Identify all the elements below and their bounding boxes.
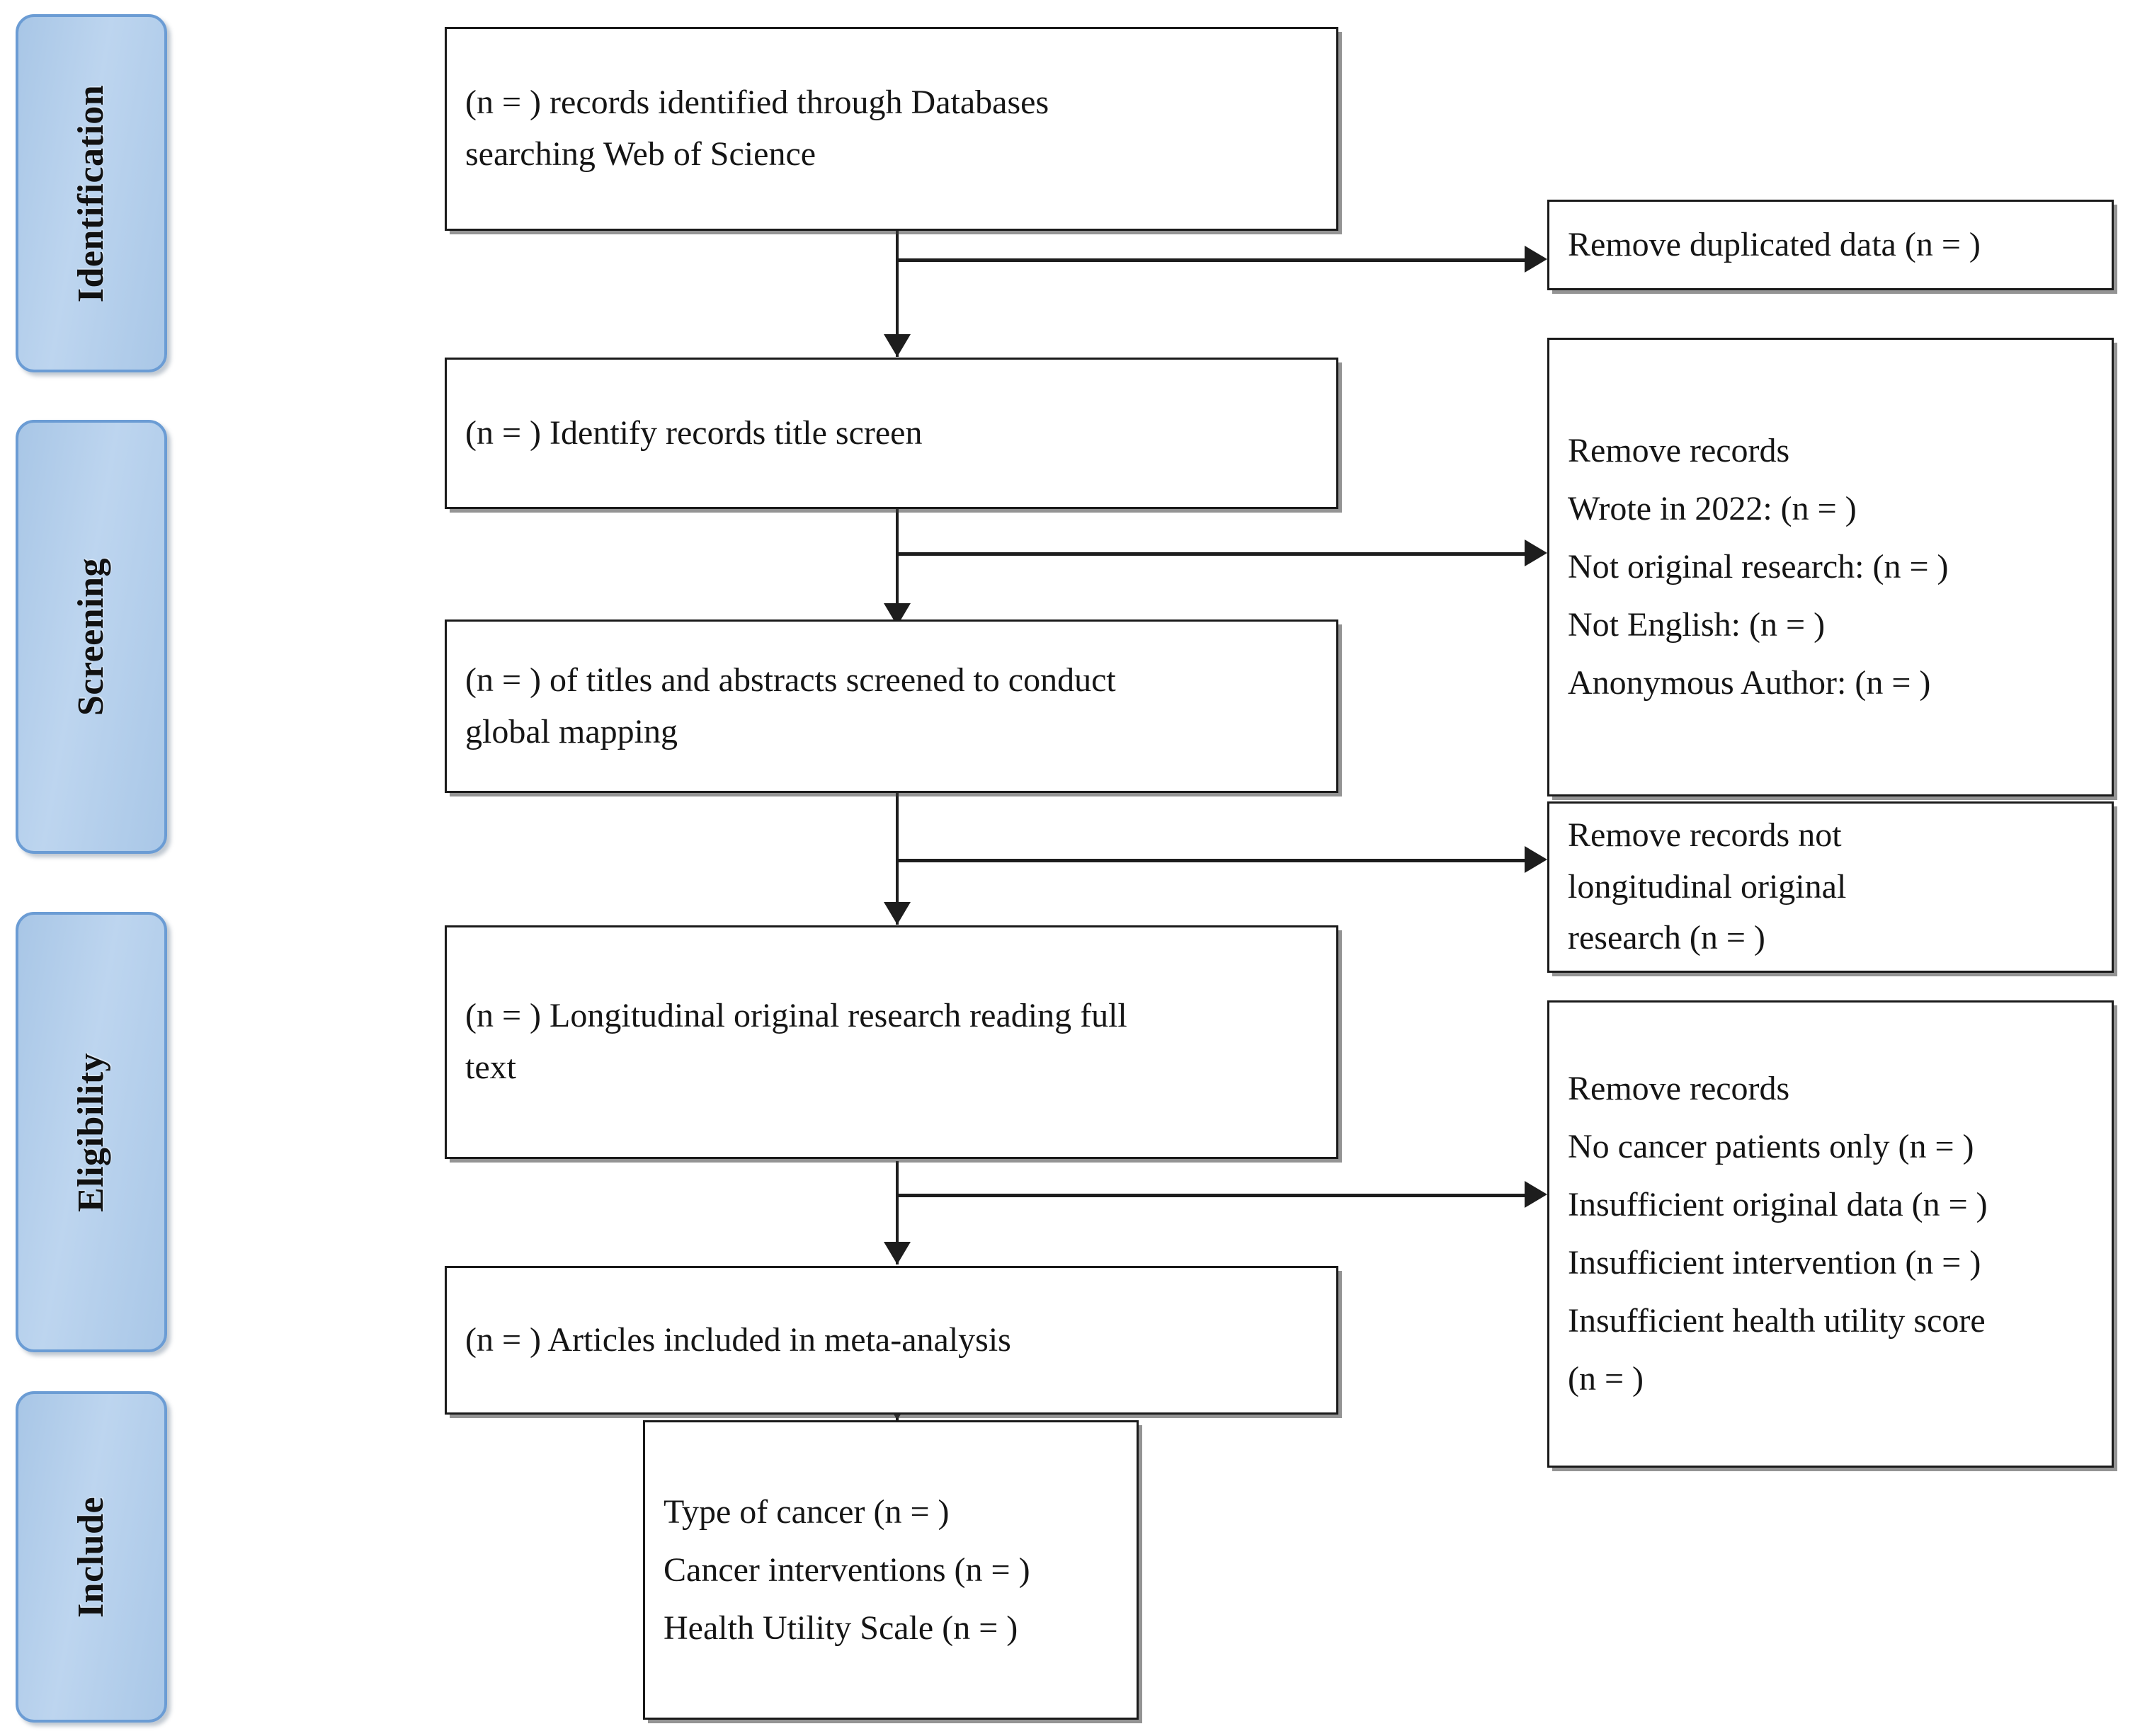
flow-box-line: (n = ) of titles and abstracts screened …: [465, 661, 1116, 699]
exclusion-box-line: Remove duplicated data (n = ): [1568, 225, 1981, 263]
connector-horizontal-4: [896, 1194, 1537, 1197]
flow-box-line: searching Web of Science: [465, 135, 816, 173]
arrow-right-2: [1525, 539, 1547, 566]
stage-pill-eligibility: Eligibility: [16, 912, 167, 1352]
stage-pill-identification: Identification: [16, 14, 167, 372]
exclusion-box-remove-records-screening: Remove records Wrote in 2022: (n = ) Not…: [1547, 338, 2114, 796]
arrow-down-1: [884, 334, 911, 357]
flow-box-line: (n = ) Longitudinal original research re…: [465, 997, 1127, 1035]
flow-box-line: Health Utility Scale (n = ): [664, 1609, 1018, 1647]
connector-vertical-1: [896, 229, 899, 357]
arrow-down-4: [884, 1242, 911, 1264]
exclusion-box-line: Anonymous Author: (n = ): [1568, 664, 1931, 702]
exclusion-box-remove-duplicates: Remove duplicated data (n = ): [1547, 200, 2114, 290]
stage-label-identification: Identification: [71, 84, 112, 302]
exclusion-box-line: research (n = ): [1568, 919, 1765, 957]
flow-box-line: (n = ) Articles included in meta-analysi…: [465, 1320, 1011, 1359]
exclusion-box-line: longitudinal original: [1568, 867, 1847, 906]
stage-pill-include: Include: [16, 1391, 167, 1723]
arrow-down-3: [884, 902, 911, 925]
flow-box-records-identified: (n = ) records identified through Databa…: [445, 27, 1338, 231]
connector-horizontal-3: [896, 859, 1537, 862]
connector-horizontal-2: [896, 552, 1537, 556]
flow-box-line: Type of cancer (n = ): [664, 1492, 950, 1531]
flow-box-longitudinal-full-text: (n = ) Longitudinal original research re…: [445, 925, 1338, 1159]
exclusion-box-line: Remove records not: [1568, 816, 1842, 854]
exclusion-box-line: Insufficient health utility score: [1568, 1302, 1986, 1340]
flow-box-line: global mapping: [465, 712, 678, 750]
connector-vertical-3: [896, 792, 899, 925]
exclusion-box-remove-records-eligibility: Remove records No cancer patients only (…: [1547, 1000, 2114, 1468]
arrow-right-4: [1525, 1181, 1547, 1208]
flow-box-line: (n = ) Identify records title screen: [465, 413, 923, 452]
flow-box-line: (n = ) records identified through Databa…: [465, 84, 1049, 122]
exclusion-box-line: Insufficient intervention (n = ): [1568, 1244, 1981, 1281]
exclusion-box-line: Remove records: [1568, 432, 1790, 469]
exclusion-box-line: Remove records: [1568, 1070, 1790, 1107]
exclusion-box-remove-not-longitudinal: Remove records not longitudinal original…: [1547, 801, 2114, 973]
exclusion-box-line: Not original research: (n = ): [1568, 548, 1949, 586]
flow-box-identify-title-screen: (n = ) Identify records title screen: [445, 358, 1338, 509]
stage-label-include: Include: [71, 1496, 112, 1618]
flow-box-line: text: [465, 1049, 516, 1086]
exclusion-box-line: No cancer patients only (n = ): [1568, 1128, 1974, 1165]
flow-box-line: Cancer interventions (n = ): [664, 1551, 1030, 1589]
exclusion-box-line: (n = ): [1568, 1360, 1644, 1398]
flow-box-titles-abstracts-screened: (n = ) of titles and abstracts screened …: [445, 619, 1338, 793]
exclusion-box-line: Not English: (n = ): [1568, 606, 1826, 644]
exclusion-box-line: Wrote in 2022: (n = ): [1568, 490, 1857, 527]
flow-box-final-breakdown: Type of cancer (n = ) Cancer interventio…: [643, 1420, 1139, 1720]
arrow-right-3: [1525, 846, 1547, 873]
flow-box-articles-included: (n = ) Articles included in meta-analysi…: [445, 1266, 1338, 1415]
stage-label-eligibility: Eligibility: [71, 1052, 112, 1212]
stage-label-screening: Screening: [71, 557, 112, 716]
connector-vertical-4: [896, 1161, 899, 1264]
stage-pill-screening: Screening: [16, 420, 167, 854]
connector-vertical-2: [896, 508, 899, 626]
connector-horizontal-1: [896, 258, 1537, 262]
exclusion-box-line: Insufficient original data (n = ): [1568, 1186, 1988, 1223]
arrow-right-1: [1525, 246, 1547, 273]
